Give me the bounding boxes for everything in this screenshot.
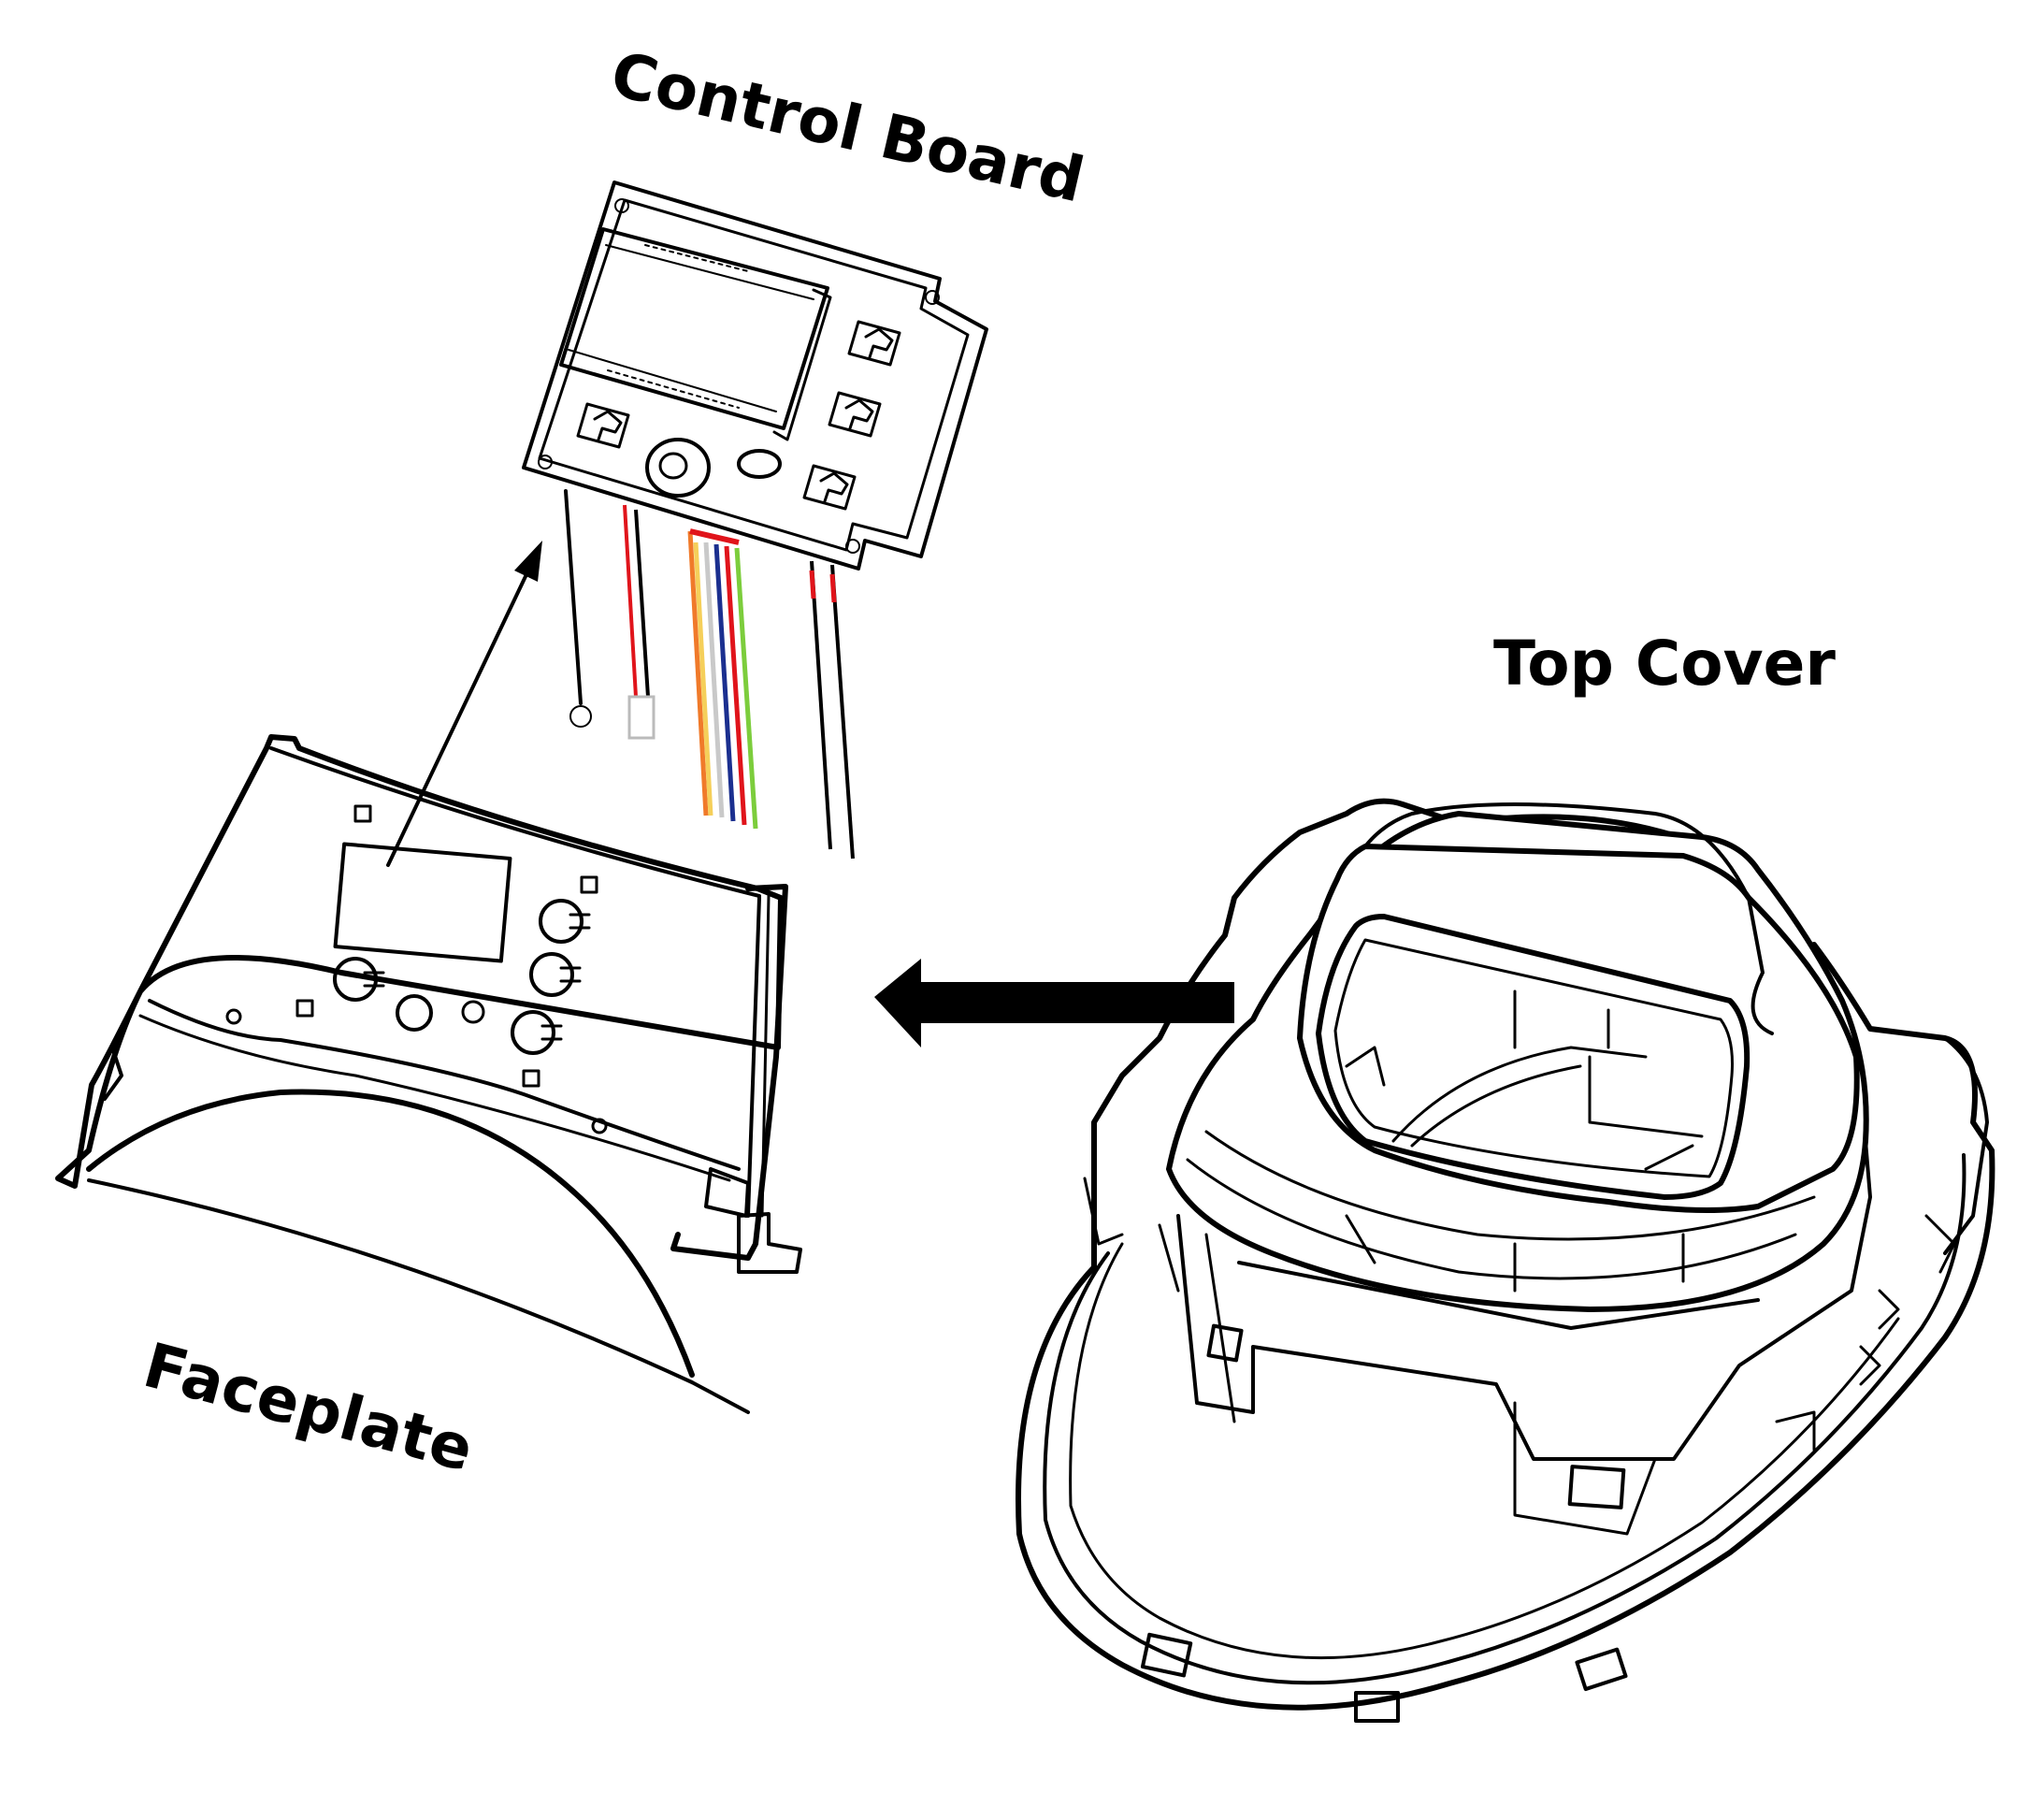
faceplate-button-hole-4: [511, 1010, 563, 1055]
cover-window-opening: [1316, 914, 1750, 1200]
control-board: [522, 181, 988, 571]
board-button-2: [847, 320, 901, 367]
faceplate-knob-hole: [396, 994, 433, 1032]
rotary-knob: [645, 438, 711, 498]
cover-slot-left: [1206, 1323, 1244, 1363]
bold-arrow: [874, 959, 1234, 1047]
faceplate-display-window: [333, 842, 512, 963]
indicator-led: [737, 449, 782, 479]
faceplate: [55, 734, 802, 1414]
control-board-label: Control Board: [604, 38, 1090, 217]
faceplate-label: Faceplate: [137, 1329, 481, 1486]
faceplate-button-hole-1: [333, 957, 385, 1002]
cover-slot-front: [1567, 1465, 1626, 1509]
thin-arrow: [386, 541, 542, 867]
faceplate-button-hole-2: [539, 899, 591, 944]
wire-harness: [564, 489, 855, 859]
wire-connector: [627, 695, 656, 740]
faceplate-button-hole-3: [529, 952, 582, 997]
ring-terminal: [569, 705, 592, 728]
board-button-4: [802, 464, 857, 511]
top-cover: [1016, 798, 1995, 1723]
display-screen: [559, 227, 829, 430]
top-cover-label: Top Cover: [1493, 628, 1836, 700]
board-button-1: [576, 402, 630, 449]
board-button-3: [828, 391, 882, 438]
